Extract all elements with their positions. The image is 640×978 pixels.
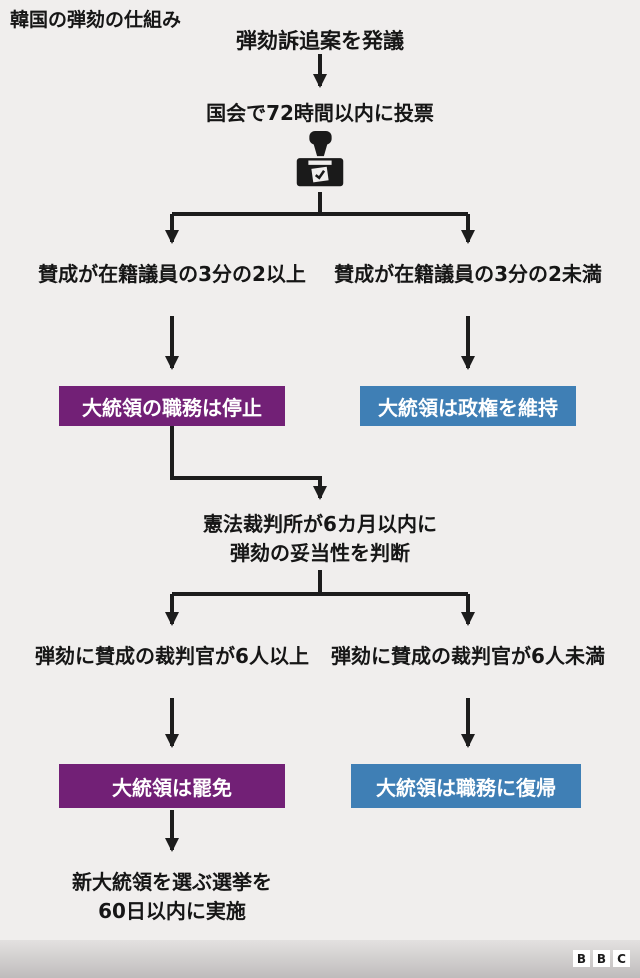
bbc-logo-block-1: B xyxy=(573,950,590,967)
page-title: 韓国の弾劾の仕組み xyxy=(10,9,182,31)
footer-bar: B B C xyxy=(0,940,640,978)
node-new-election: 新大統領を選ぶ選挙を 60日以内に実施 xyxy=(0,868,344,926)
ballot-box-icon xyxy=(289,130,351,192)
bbc-logo-block-3: C xyxy=(613,950,630,967)
node-assembly-vote: 国会で72時間以内に投票 xyxy=(206,101,434,125)
node-six-or-more-judges: 弾劾に賛成の裁判官が6人以上 xyxy=(35,644,309,668)
result-box-president-removed: 大統領は罷免 xyxy=(59,764,285,808)
bbc-logo-block-2: B xyxy=(593,950,610,967)
bbc-logo: B B C xyxy=(573,950,630,967)
node-constitutional-court-line1: 憲法裁判所が6カ月以内に xyxy=(203,512,437,536)
node-less-than-six-judges: 弾劾に賛成の裁判官が6人未満 xyxy=(331,644,605,668)
node-propose-motion: 弾劾訴追案を発議 xyxy=(236,29,404,53)
node-new-election-line1: 新大統領を選ぶ選挙を xyxy=(72,870,272,894)
result-box-president-suspended: 大統領の職務は停止 xyxy=(59,386,285,426)
node-constitutional-court: 憲法裁判所が6カ月以内に 弾劾の妥当性を判断 xyxy=(0,510,640,568)
result-box-president-reinstated: 大統領は職務に復帰 xyxy=(351,764,581,808)
node-constitutional-court-line2: 弾劾の妥当性を判断 xyxy=(230,541,410,565)
node-less-than-two-thirds: 賛成が在籍議員の3分の2未満 xyxy=(334,262,602,286)
result-box-president-maintains: 大統領は政権を維持 xyxy=(360,386,576,426)
node-two-thirds-or-more: 賛成が在籍議員の3分の2以上 xyxy=(38,262,306,286)
node-new-election-line2: 60日以内に実施 xyxy=(98,899,246,923)
